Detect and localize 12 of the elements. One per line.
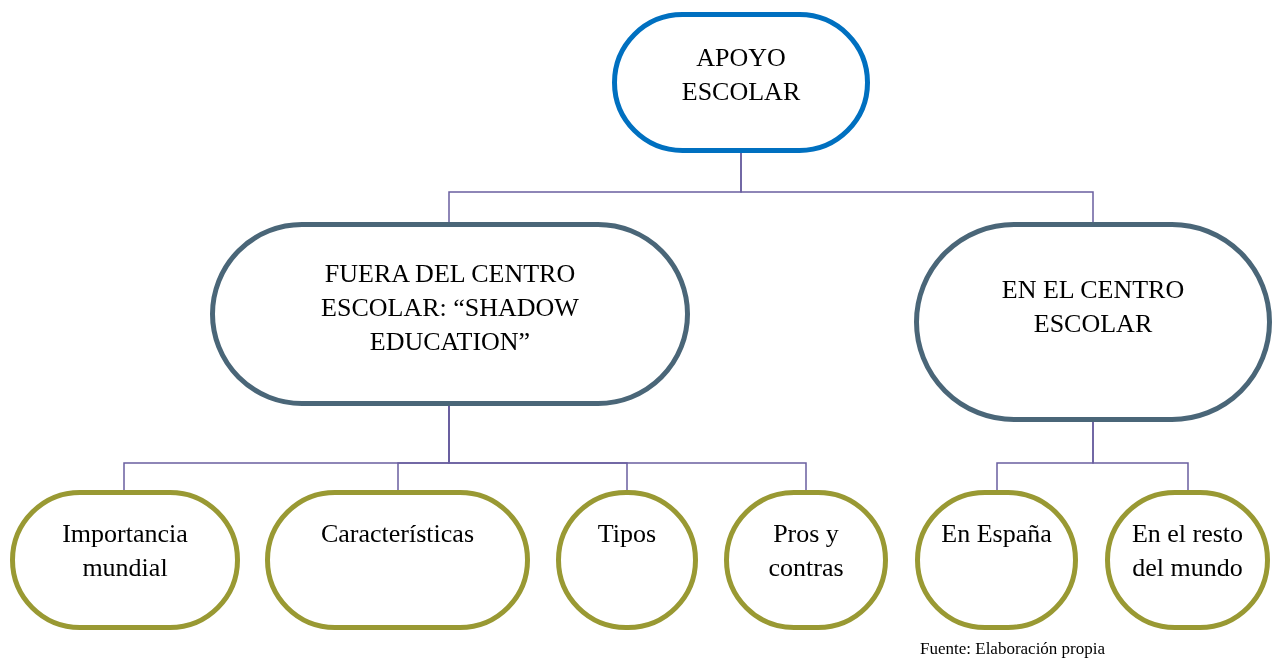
node-label: Tipos [597, 518, 657, 550]
connector-line [1092, 421, 1189, 491]
node-label: Pros y contras [767, 518, 845, 584]
node-label: FUERA DEL CENTRO ESCOLAR: “SHADOW EDUCATION” [320, 258, 580, 358]
node-label: EN EL CENTRO ESCOLAR [1000, 274, 1186, 340]
node-label: Importancia mundial [61, 518, 189, 584]
node-label: Características [321, 518, 474, 550]
caption: Fuente: Elaboración propia [920, 638, 1106, 660]
connector-line [740, 152, 1094, 223]
node-label: En España [941, 518, 1052, 550]
node-label: APOYO ESCOLAR [680, 42, 802, 108]
node-label: En el resto del mundo [1130, 518, 1245, 584]
